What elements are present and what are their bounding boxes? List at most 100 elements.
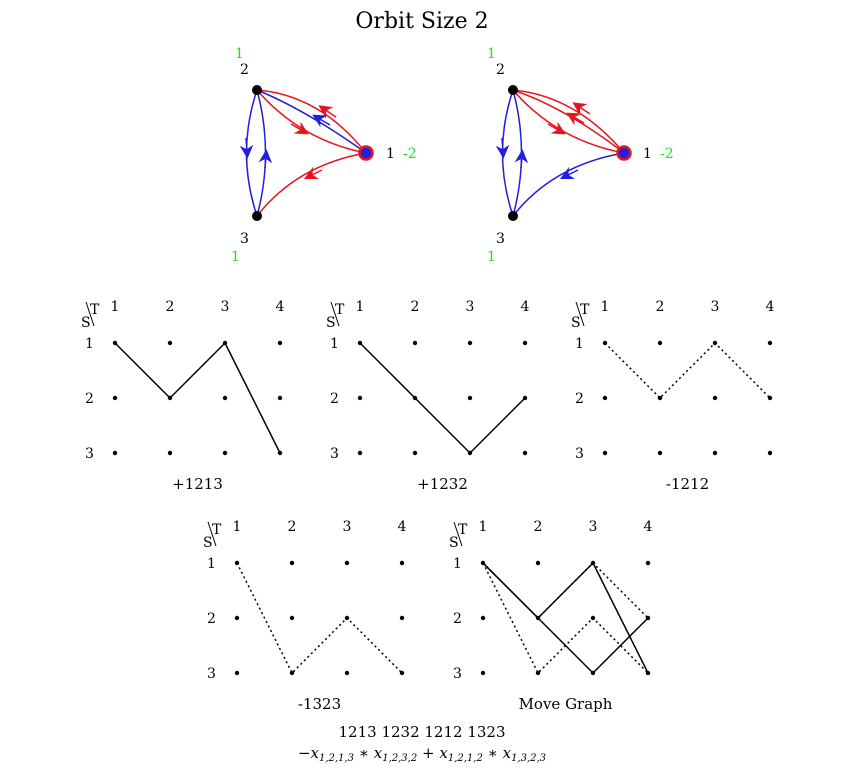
grid-column-label: 1 bbox=[356, 299, 365, 315]
path-caption: -1323 bbox=[298, 695, 341, 713]
grid-dot bbox=[289, 615, 295, 621]
edge-2-1-red-lower bbox=[256, 89, 367, 154]
path-line bbox=[114, 341, 281, 454]
grid-dot bbox=[522, 450, 528, 456]
grid-row-label: 3 bbox=[575, 446, 584, 462]
grid-dot bbox=[344, 670, 350, 676]
node-1-weight: -2 bbox=[403, 146, 417, 162]
grid-column-label: 3 bbox=[343, 519, 352, 535]
edge-2-3-blue-down-arrow bbox=[495, 137, 510, 159]
grid-row-label: 3 bbox=[85, 446, 94, 462]
grid-row-label: 1 bbox=[85, 336, 94, 352]
grid-row-label: 2 bbox=[330, 391, 339, 407]
grid-header-s: S bbox=[449, 535, 459, 551]
grid-dot bbox=[712, 450, 718, 456]
grid-dot bbox=[234, 615, 240, 621]
grid-dot bbox=[522, 340, 528, 346]
node-1-label: 1 bbox=[643, 146, 652, 162]
node-3 bbox=[252, 211, 262, 221]
grid-column-label: 4 bbox=[398, 519, 407, 535]
grid-dot bbox=[222, 395, 228, 401]
node-1-weight: -2 bbox=[660, 146, 674, 162]
edge-2-1-red-lower bbox=[512, 89, 625, 154]
grid-header-s: S bbox=[326, 315, 336, 331]
node-3-weight: 1 bbox=[231, 249, 240, 265]
grid-row-label: 1 bbox=[207, 556, 216, 572]
grid-row-label: 2 bbox=[207, 611, 216, 627]
grid-dot bbox=[480, 670, 486, 676]
grid-header-s: S bbox=[571, 315, 581, 331]
edge-1-3-blue bbox=[512, 152, 625, 217]
grid-dot bbox=[399, 615, 405, 621]
grid-header-slash bbox=[85, 301, 95, 327]
grid-dot bbox=[657, 450, 663, 456]
node-2 bbox=[252, 85, 262, 95]
polynomial-formula: −x1,2,1,3 ∗ x1,2,3,2 + x1,2,1,2 ∗ x1,3,2… bbox=[298, 744, 546, 764]
grid-dot bbox=[344, 560, 350, 566]
grid-dot bbox=[480, 615, 486, 621]
grid-row-label: 3 bbox=[330, 446, 339, 462]
move-graph-path-line bbox=[482, 561, 649, 674]
grid-dot bbox=[412, 340, 418, 346]
grid-header-slash bbox=[207, 521, 217, 547]
node-3-label: 3 bbox=[240, 231, 249, 247]
node-2-label: 2 bbox=[496, 62, 505, 78]
node-1 bbox=[616, 145, 632, 161]
edge-1-2-red-mid bbox=[512, 89, 625, 154]
edge-1-2-red-upper-arrow bbox=[318, 105, 337, 119]
grid-header-t: T bbox=[458, 522, 468, 538]
grid-dot bbox=[602, 395, 608, 401]
grid-header-t: T bbox=[90, 302, 100, 318]
edge-2-3-blue-down bbox=[501, 89, 514, 217]
move-graph-path-line bbox=[482, 561, 649, 620]
grid-column-label: 1 bbox=[111, 299, 120, 315]
grid-dot bbox=[289, 560, 295, 566]
node-1 bbox=[358, 145, 374, 161]
grid-row-label: 1 bbox=[453, 556, 462, 572]
edge-1-2-red-mid-arrow bbox=[566, 112, 585, 126]
path-caption: -1212 bbox=[666, 475, 709, 493]
edge-1-2-red-upper bbox=[256, 89, 367, 154]
grid-dot bbox=[234, 670, 240, 676]
grid-dot bbox=[602, 450, 608, 456]
grid-dot bbox=[467, 395, 473, 401]
edge-2-3-blue-down-arrow bbox=[239, 137, 254, 159]
grid-row-label: 1 bbox=[575, 336, 584, 352]
node-2-weight: 1 bbox=[235, 46, 244, 62]
edge-1-2-red-upper bbox=[512, 89, 625, 154]
grid-column-label: 2 bbox=[656, 299, 665, 315]
grid-column-label: 2 bbox=[166, 299, 175, 315]
grid-dot bbox=[467, 340, 473, 346]
grid-column-label: 3 bbox=[589, 519, 598, 535]
grid-dot bbox=[535, 560, 541, 566]
grid-dot bbox=[167, 340, 173, 346]
grid-dot bbox=[112, 395, 118, 401]
orbit-graph-1: 1 2 1 -2 3 1 bbox=[231, 46, 417, 265]
edge-2-3-blue-down bbox=[245, 89, 258, 217]
move-graph-path-line bbox=[482, 562, 649, 675]
grid-column-label: 3 bbox=[221, 299, 230, 315]
grid-column-label: 2 bbox=[288, 519, 297, 535]
grid-dot bbox=[412, 450, 418, 456]
grid-column-label: 2 bbox=[534, 519, 543, 535]
path-caption: Move Graph bbox=[519, 695, 613, 713]
move-graph-path-line bbox=[482, 562, 649, 675]
node-1-label: 1 bbox=[386, 146, 395, 162]
node-3-label: 3 bbox=[496, 231, 505, 247]
grid-dot bbox=[712, 395, 718, 401]
grid-header-s: S bbox=[81, 315, 91, 331]
orbit-graph-2: 1 2 1 -2 3 1 bbox=[487, 46, 674, 265]
grid-row-label: 2 bbox=[453, 611, 462, 627]
path-caption: +1213 bbox=[172, 475, 223, 493]
grid-dot bbox=[222, 450, 228, 456]
grid-dot bbox=[645, 560, 651, 566]
node-3-weight: 1 bbox=[487, 249, 496, 265]
edge-1-3-blue-arrow bbox=[559, 166, 579, 180]
grid-header-t: T bbox=[335, 302, 345, 318]
